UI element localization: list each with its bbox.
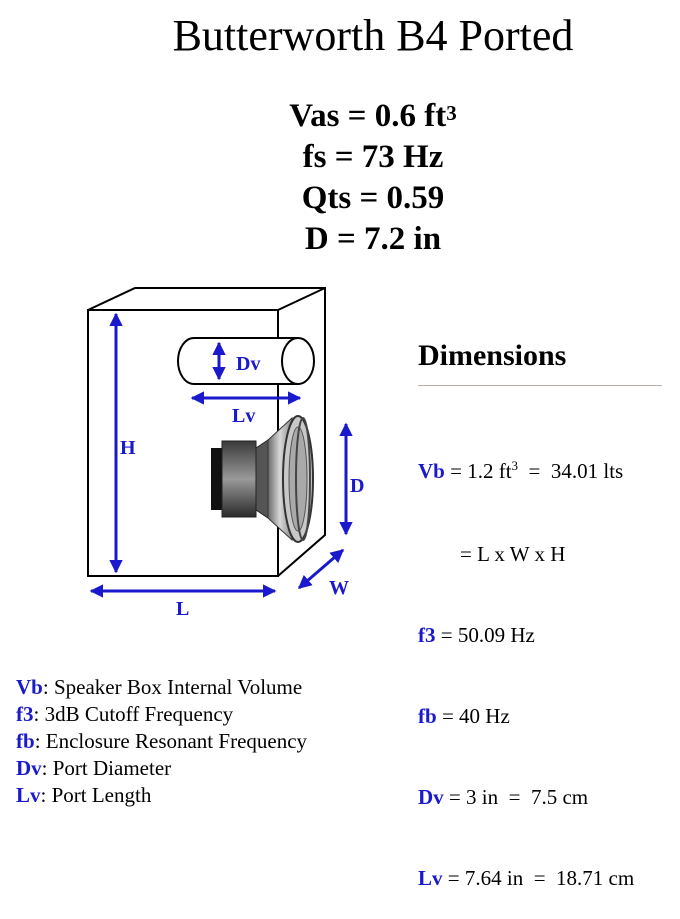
label-h: H [120,437,136,459]
label-dv: Dv [236,353,260,375]
label-w: W [329,577,349,599]
dim-vb-formula: = L x W x H [418,542,566,566]
dimension-labels: Dv Lv H D W L [120,353,364,620]
dimension-arrows [89,312,353,598]
enclosure-diagram: Dv Lv H D W L [87,287,364,620]
legend-item: f3: 3dB Cutoff Frequency [16,702,234,726]
spec-vas: Vas = 0.6 ft3 [289,98,457,134]
legend-item: fb: Enclosure Resonant Frequency [16,729,308,753]
arrow-w [297,548,345,590]
dimensions-heading: Dimensions [418,339,567,372]
diagram-title: Butterworth B4 Ported [172,11,574,60]
label-lv: Lv [232,405,255,427]
legend-item: Dv: Port Diameter [16,756,172,780]
legend: Vb: Speaker Box Internal Volume f3: 3dB … [16,674,307,809]
port-tube [177,337,315,385]
legend-item: Lv: Port Length [16,783,152,807]
label-d: D [350,475,364,497]
label-l: L [176,598,189,620]
spec-d: D = 7.2 in [304,221,442,257]
spec-fs: fs = 73 Hz [302,139,444,175]
dim-dv: Dv = 3 in = 7.5 cm [418,785,589,809]
dim-fb: fb = 40 Hz [418,704,510,728]
dim-lv: Lv = 7.64 in = 18.71 cm [418,866,635,890]
dimensions-list: Vb = 1.2 ft3 = 34.01 lts = L x W x H f3 … [418,404,634,919]
dim-f3: f3 = 50.09 Hz [418,623,535,647]
driver-specs: Vas = 0.6 ft3 fs = 73 Hz Qts = 0.59 D = … [0,96,680,260]
woofer-speaker [211,415,314,543]
spec-qts: Qts = 0.59 [301,180,445,216]
dim-vb: Vb = 1.2 ft3 = 34.01 lts [418,458,624,483]
dimensions-divider [418,385,662,386]
legend-item: Vb: Speaker Box Internal Volume [16,675,303,699]
